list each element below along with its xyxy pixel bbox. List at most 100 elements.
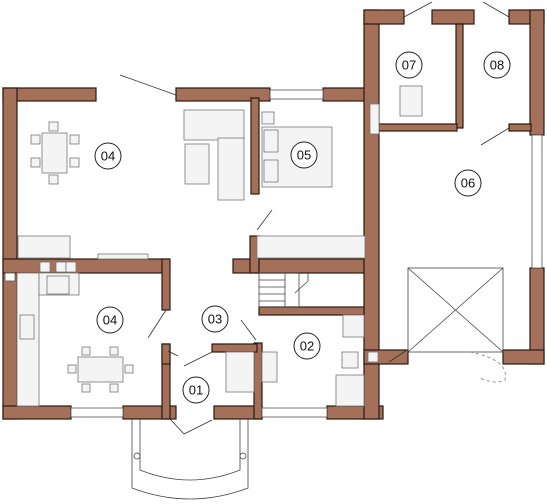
wall-storage-divider xyxy=(455,23,464,129)
vent xyxy=(39,261,51,273)
stairs xyxy=(258,272,309,308)
dining-table-top xyxy=(41,132,68,174)
wall-kitchen-right xyxy=(161,258,171,311)
tv-unit xyxy=(97,253,149,260)
utility-box xyxy=(369,103,380,135)
wall-storage-bottom xyxy=(378,123,458,132)
porch-outline xyxy=(131,419,249,500)
room-number: 02 xyxy=(300,339,314,354)
door-front xyxy=(183,419,213,435)
stair-steps xyxy=(259,273,286,307)
door-garage xyxy=(480,127,510,146)
sink xyxy=(19,314,35,340)
room-number: 08 xyxy=(490,58,504,73)
wall-bath-left xyxy=(253,342,263,420)
garage-car xyxy=(407,267,506,383)
chair xyxy=(124,364,134,374)
stair-rail xyxy=(294,273,309,294)
entry-cabinet xyxy=(225,351,255,393)
chair xyxy=(109,346,119,356)
room-number: 04 xyxy=(101,149,115,164)
chair xyxy=(69,157,80,168)
utility-box-2 xyxy=(367,351,379,363)
coffee-table xyxy=(184,143,210,185)
kitchen-table xyxy=(77,356,124,383)
wall-bedroom-left xyxy=(250,97,260,195)
wall-kitchen-top xyxy=(2,258,169,274)
porch xyxy=(131,419,249,500)
sectional-side xyxy=(217,137,245,201)
room-number: 03 xyxy=(208,312,222,327)
chair xyxy=(48,174,59,185)
nightstand xyxy=(261,111,275,125)
wall-garage-top-left xyxy=(363,9,405,25)
garage-door-swing xyxy=(469,351,506,383)
wall-bottom-left xyxy=(2,405,72,420)
wall-garage-top-mid xyxy=(431,9,475,25)
wall-left xyxy=(2,87,18,420)
wall-hall-sep xyxy=(258,306,365,316)
door-08 xyxy=(482,1,510,18)
car-outline xyxy=(407,267,504,353)
entry-wardrobe xyxy=(261,351,278,383)
chair xyxy=(30,134,41,145)
door-front-sw xyxy=(169,418,185,435)
stove xyxy=(46,275,70,295)
window-left xyxy=(4,272,16,282)
car-cross xyxy=(407,267,504,353)
sofa-bottom xyxy=(17,235,71,259)
toilet xyxy=(341,351,359,369)
door-07 xyxy=(403,1,433,18)
vent xyxy=(65,261,77,273)
room-number: 01 xyxy=(189,383,203,398)
living-furniture xyxy=(17,109,366,260)
room-label-08: 08 xyxy=(483,51,511,79)
room-label-03: 03 xyxy=(201,305,229,333)
chair xyxy=(69,134,80,145)
chair xyxy=(30,157,41,168)
room-number: 06 xyxy=(461,176,475,191)
storage-shelf xyxy=(399,85,423,117)
chair xyxy=(48,121,59,132)
chair xyxy=(81,346,91,356)
room-number: 07 xyxy=(402,58,416,73)
window-bottom-right xyxy=(261,407,328,418)
room-label-06: 06 xyxy=(454,169,482,197)
door-garage-swing xyxy=(388,349,408,363)
wall-storage-bottom-right xyxy=(508,123,532,132)
window-top xyxy=(269,89,324,100)
windows xyxy=(4,89,543,418)
chair xyxy=(81,383,91,393)
door-kitchen xyxy=(147,309,167,339)
room-label-04-kitchen: 04 xyxy=(96,306,124,334)
sectional xyxy=(183,109,245,141)
pillow xyxy=(263,129,279,153)
window-bottom-left xyxy=(70,407,124,418)
counter-left xyxy=(16,272,40,407)
stair-outline xyxy=(258,272,300,308)
room-label-02: 02 xyxy=(293,332,321,360)
room-labels: 01 02 03 04 04 05 06 07 xyxy=(94,51,511,404)
room-label-05: 05 xyxy=(290,141,318,169)
wall-garage-bottom-right xyxy=(502,349,545,365)
chair xyxy=(109,383,119,393)
pillow xyxy=(263,159,279,183)
door-entry-inner xyxy=(167,350,179,357)
room-number: 05 xyxy=(297,148,311,163)
doors xyxy=(119,1,510,435)
porch-inner xyxy=(139,419,241,481)
room-number: 04 xyxy=(103,313,117,328)
porch-lamp-right xyxy=(239,452,247,460)
chair xyxy=(67,364,77,374)
door-entry xyxy=(183,351,213,367)
sofa-top xyxy=(256,235,366,259)
wall-entry-left xyxy=(161,343,171,365)
bath-counter xyxy=(342,314,365,338)
room-label-01: 01 xyxy=(182,376,210,404)
room-label-04-living: 04 xyxy=(94,142,122,170)
kitchen-furniture xyxy=(16,261,134,407)
shower xyxy=(335,374,365,407)
room-label-07: 07 xyxy=(395,51,423,79)
vent xyxy=(55,261,67,273)
